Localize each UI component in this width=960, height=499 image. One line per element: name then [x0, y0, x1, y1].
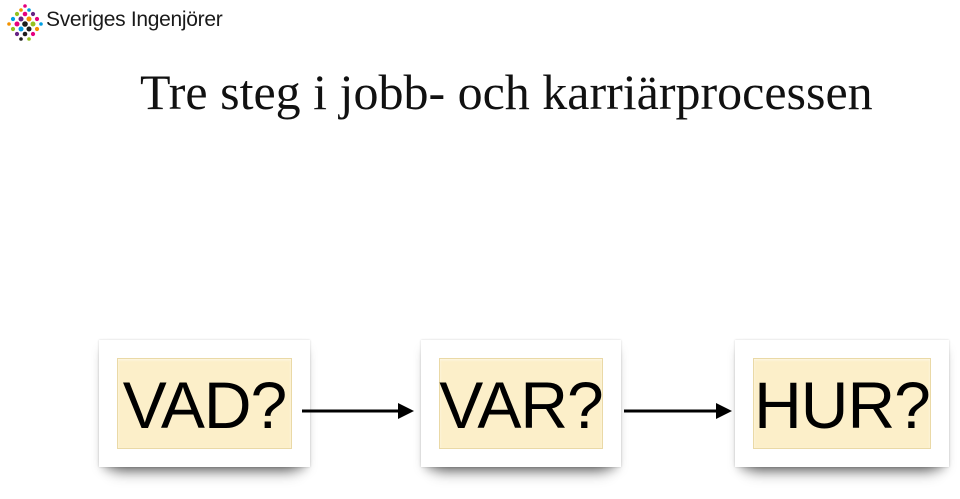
- step-highlight: [117, 358, 292, 449]
- logo-dot: [22, 21, 28, 27]
- step-card-hur: HUR?: [735, 340, 949, 467]
- logo-dot: [14, 21, 20, 27]
- logo-dot: [10, 16, 16, 22]
- logo-dot: [27, 37, 31, 41]
- logo-dot: [19, 8, 23, 12]
- step-highlight: [753, 358, 931, 449]
- logo-dot: [30, 21, 36, 27]
- step-label-var: VAR?: [439, 368, 604, 442]
- arrow-right-icon: [302, 403, 414, 419]
- step-label-vad: VAD?: [122, 368, 288, 442]
- logo-dot: [27, 8, 31, 12]
- step-highlight: [439, 358, 603, 449]
- logo-dot: [14, 11, 20, 17]
- logo-dot: [34, 16, 40, 22]
- step-card-vad: VAD?: [99, 340, 310, 467]
- sveriges-ingenjorer-logo-icon: [7, 4, 43, 41]
- logo-dot: [23, 4, 27, 8]
- brand-logo: Sveriges Ingenjörer: [6, 2, 223, 44]
- step-card-var: VAR?: [421, 340, 621, 467]
- logo-dot: [22, 31, 28, 37]
- logo-dot: [22, 11, 28, 17]
- logo-dot: [14, 31, 20, 37]
- logo-dot: [26, 16, 32, 22]
- logo-dot: [7, 22, 11, 26]
- step-label-hur: HUR?: [754, 368, 931, 442]
- logo-dot: [39, 22, 43, 26]
- logo-dot: [18, 26, 24, 32]
- logo-dot: [34, 26, 40, 32]
- arrow-right-icon: [624, 403, 732, 419]
- brand-name: Sveriges Ingenjörer: [46, 8, 223, 31]
- logo-dot: [18, 16, 24, 22]
- logo-dot: [30, 31, 36, 37]
- logo-dot: [30, 11, 36, 17]
- page-title: Tre steg i jobb- och karriärprocessen: [140, 64, 873, 120]
- logo-dot: [26, 26, 32, 32]
- logo-dot: [10, 26, 16, 32]
- logo-dot: [19, 37, 23, 41]
